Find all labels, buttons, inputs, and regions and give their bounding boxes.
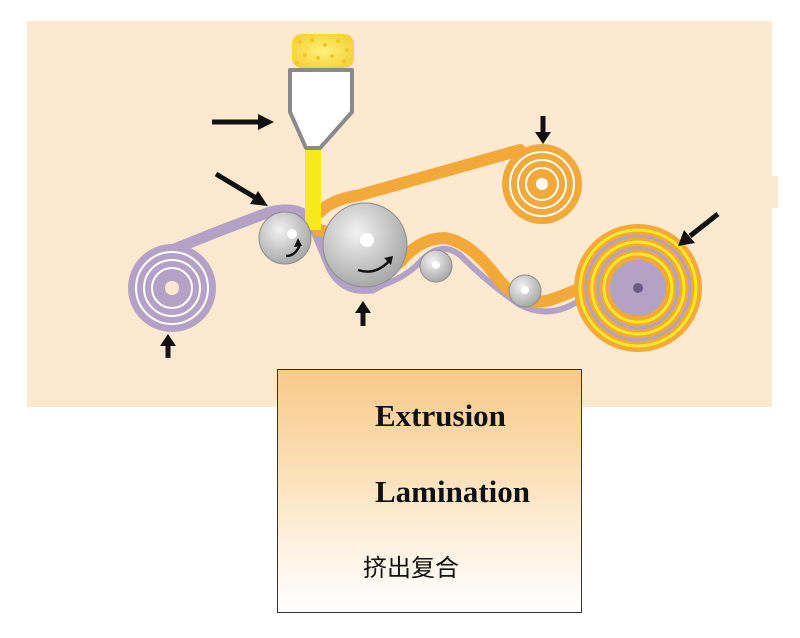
arrow-to-nip	[355, 301, 371, 326]
top-web-film	[314, 144, 526, 218]
rewind-roll	[574, 224, 702, 352]
caption-box: Extrusion Lamination 挤出复合	[277, 369, 582, 613]
arrow-to-substrate	[214, 171, 268, 206]
pellet-dots	[295, 38, 349, 65]
top-unwind-roll	[502, 144, 582, 224]
resin-pellets	[292, 34, 354, 68]
caption-chinese: 挤出复合	[363, 554, 459, 582]
arrow-to-die	[212, 114, 274, 130]
arrow-to-unwind-roll	[160, 334, 176, 358]
background-panel	[27, 21, 772, 407]
caption-extrusion: Extrusion	[375, 398, 506, 433]
caption-lamination: Lamination	[375, 474, 531, 509]
arrow-to-rewind-roll	[678, 212, 720, 246]
unwind-roll	[128, 244, 216, 332]
extrusion-die	[288, 68, 354, 150]
arrow-to-top-roll	[535, 116, 551, 144]
guide-roller-2	[508, 274, 542, 308]
chill-roller	[322, 202, 408, 288]
melt-curtain	[305, 148, 321, 230]
guide-roller-1	[419, 249, 453, 283]
pressure-roller	[258, 211, 312, 265]
right-notch	[772, 176, 778, 208]
